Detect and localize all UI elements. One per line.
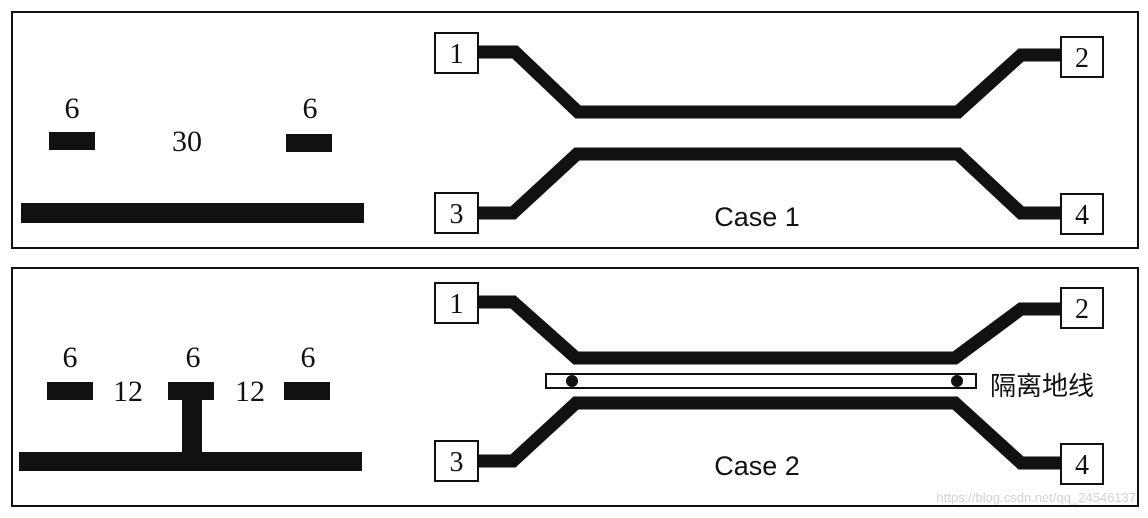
trace-left — [47, 382, 93, 400]
trace-width-right-label: 6 — [301, 341, 316, 374]
trace-line-3-4 — [477, 147, 1062, 220]
ground-plane — [19, 452, 362, 471]
panel-case1-frame — [11, 11, 1139, 249]
guard-ground-line — [545, 373, 977, 389]
port-3: 3 — [434, 440, 479, 482]
layout-case2: 隔离地线 1 2 3 4 Case 2 — [434, 282, 1104, 485]
trace-right — [286, 134, 332, 152]
trace-left — [49, 132, 95, 150]
layout-case1: 1 2 3 4 Case 1 — [434, 32, 1104, 235]
watermark-text: https://blog.csdn.net/qq_24546137 — [937, 490, 1137, 505]
caption-case2: Case 2 — [714, 451, 800, 481]
panel-case2-frame — [11, 267, 1139, 507]
ground-plane — [21, 203, 364, 223]
port-3: 3 — [434, 192, 479, 234]
svg-text:1: 1 — [450, 39, 464, 70]
guard-ground-label: 隔离地线 — [990, 372, 1094, 402]
port-2: 2 — [1060, 36, 1104, 78]
svg-text:3: 3 — [450, 447, 464, 478]
trace-width-left-label: 6 — [65, 92, 80, 125]
trace-line-1-2 — [477, 45, 1062, 119]
port-4: 4 — [1060, 443, 1104, 485]
trace-width-mid-label: 6 — [186, 341, 201, 374]
svg-text:2: 2 — [1075, 294, 1089, 325]
cross-section-case1: 6 30 6 — [21, 92, 364, 223]
svg-text:4: 4 — [1075, 200, 1089, 231]
trace-line-1-2 — [477, 295, 1062, 365]
port-1: 1 — [434, 32, 479, 74]
svg-text:4: 4 — [1075, 450, 1089, 481]
svg-text:2: 2 — [1075, 43, 1089, 74]
trace-line-3-4 — [477, 396, 1062, 470]
trace-right — [284, 382, 330, 400]
svg-text:3: 3 — [450, 199, 464, 230]
guard-via-right — [951, 375, 963, 387]
guard-trace — [168, 382, 214, 400]
trace-gap-label: 30 — [172, 125, 202, 158]
trace-width-right-label: 6 — [303, 92, 318, 125]
svg-text:1: 1 — [450, 289, 464, 320]
port-2: 2 — [1060, 287, 1104, 329]
caption-case1: Case 1 — [714, 202, 800, 232]
port-1: 1 — [434, 282, 479, 324]
port-4: 4 — [1060, 193, 1104, 235]
cross-section-case2: 6 6 6 12 12 — [19, 341, 362, 471]
gap-right-label: 12 — [235, 375, 265, 408]
guard-via — [182, 398, 202, 456]
guard-via-left — [566, 375, 578, 387]
trace-width-left-label: 6 — [63, 341, 78, 374]
gap-left-label: 12 — [113, 375, 143, 408]
